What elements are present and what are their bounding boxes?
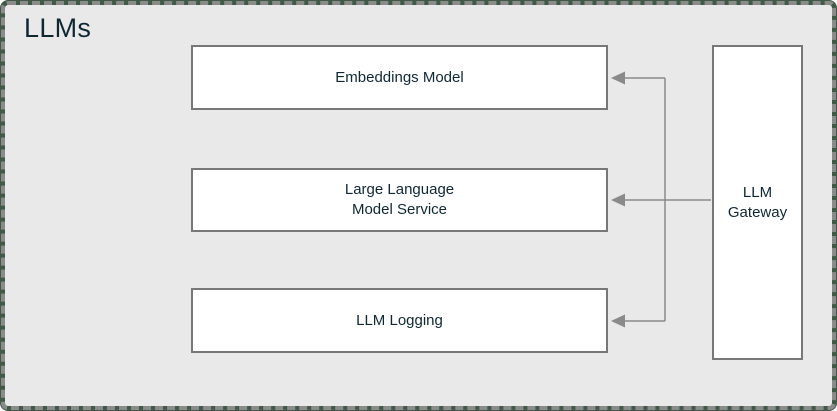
arrowhead-icon: [611, 314, 625, 328]
node-label: LLM Logging: [356, 311, 443, 329]
node-label: Large Language Model Service: [344, 181, 455, 218]
node-llm-logging: LLM Logging: [191, 288, 608, 353]
node-label: LLM Gateway: [727, 183, 788, 221]
node-large-language-model-service: Large Language Model Service: [191, 168, 608, 232]
node-embeddings-model: Embeddings Model: [191, 45, 608, 110]
node-label: Embeddings Model: [335, 68, 464, 86]
arrowhead-icon: [611, 71, 625, 85]
node-llm-gateway: LLM Gateway: [712, 45, 803, 360]
container-title: LLMs: [24, 13, 92, 43]
arrowhead-icon: [611, 193, 625, 207]
